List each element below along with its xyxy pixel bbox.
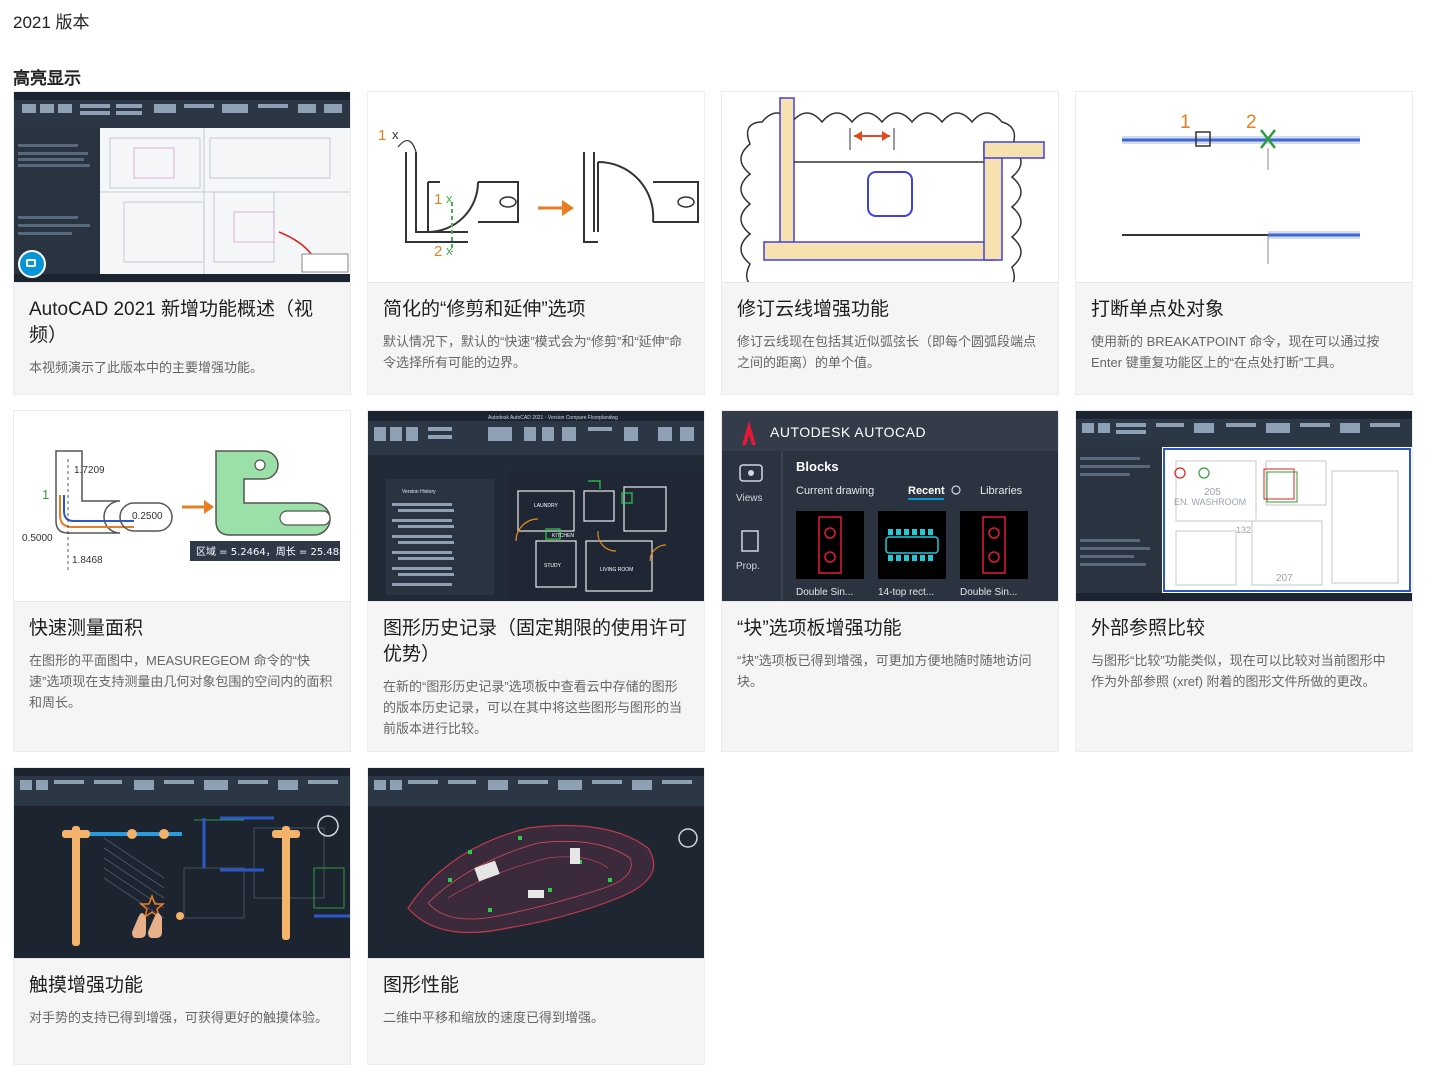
drawing-history-thumbnail: Autodesk AutoCAD 2021 - Version Compare …	[368, 411, 704, 602]
card-graphics-performance[interactable]: 图形性能 二维中平移和缩放的速度已得到增强。	[367, 767, 705, 1065]
room-label: LAUNDRY	[534, 503, 558, 509]
room-name: EN. WASHROOM	[1174, 497, 1246, 507]
card-revision-cloud[interactable]: 修订云线增强功能 修订云线现在包括其近似弧弦长（即每个圆弧段端点之间的距离）的单…	[721, 91, 1059, 395]
refresh-icon	[951, 485, 961, 495]
svg-text:1: 1	[434, 191, 442, 208]
views-icon	[739, 464, 763, 482]
touch-screenshot-image	[14, 768, 350, 958]
graphics-performance-screenshot-image	[368, 768, 704, 958]
revision-cloud-thumbnail	[722, 92, 1058, 283]
product-name: AUTODESK AUTOCAD	[770, 424, 926, 440]
card-blocks-palette[interactable]: AUTODESK AUTOCAD Views Prop. Blocks Curr…	[721, 410, 1059, 752]
version-title: 2021 版本	[13, 13, 90, 32]
tab-recent: Recent	[908, 485, 945, 497]
card-description: 在图形的平面图中，MEASUREGEOM 命令的“快速”选项现在支持测量由几何对…	[29, 653, 333, 710]
card-xref-compare[interactable]: 205 EN. WASHROOM 132 207 外部参照比较 与图形“比较”功…	[1075, 410, 1413, 752]
dimension-label: 1.8468	[72, 555, 103, 566]
card-description: 对手势的支持已得到增强，可获得更好的触摸体验。	[29, 1010, 329, 1025]
xref-compare-thumbnail: 205 EN. WASHROOM 132 207	[1076, 411, 1412, 602]
room-label: KITCHEN	[552, 533, 574, 539]
card-description: 二维中平移和缩放的速度已得到增强。	[383, 1010, 605, 1025]
card-title: 触摸增强功能	[29, 975, 144, 996]
svg-text:2: 2	[434, 243, 442, 260]
svg-text:1: 1	[378, 127, 386, 144]
history-panel-title: Version History	[402, 489, 436, 495]
drawing-history-screenshot-image: Autodesk AutoCAD 2021 - Version Compare …	[368, 411, 704, 601]
card-title: “块”选项板增强功能	[737, 618, 902, 639]
point-label: 1	[1180, 112, 1191, 133]
tab-current-drawing: Current drawing	[796, 485, 874, 497]
card-quick-measure[interactable]: 1.7209 0.2500 0.5000 1.8468 1 区域 = 5.246…	[13, 410, 351, 752]
card-title: 图形历史记录（固定期限的使用许可优势）	[383, 618, 688, 665]
video-icon[interactable]	[18, 250, 46, 278]
card-trim-extend[interactable]: 1 x 1 x 2 x 简化的“修剪和延伸”选项 默认情况下，默认的“快速”模式…	[367, 91, 705, 395]
card-title: 图形性能	[383, 975, 460, 996]
side-tab-views: Views	[736, 493, 763, 504]
break-at-point-diagram-image: 1 2	[1122, 112, 1360, 264]
autocad-ui-thumbnail	[14, 92, 350, 283]
dimension-label: 1.7209	[74, 465, 105, 476]
svg-text:x: x	[392, 127, 399, 142]
tab-libraries: Libraries	[980, 485, 1023, 497]
pick-label: 1	[42, 487, 49, 502]
blocks-palette-thumbnail: AUTODESK AUTOCAD Views Prop. Blocks Curr…	[722, 411, 1058, 602]
room-label: LIVING ROOM	[600, 567, 633, 573]
card-autocad-2021-overview[interactable]: AutoCAD 2021 新增功能概述（视频） 本视频演示了此版本中的主要增强功…	[13, 91, 351, 395]
quick-measure-diagram-image: 1.7209 0.2500 0.5000 1.8468 1 区域 = 5.246…	[22, 450, 350, 571]
room-label: STUDY	[544, 563, 562, 569]
card-description: 本视频演示了此版本中的主要增强功能。	[29, 360, 264, 375]
card-break-at-point[interactable]: 1 2 打断单点处对象 使用新的 BREAKATPOINT 命令，现在可以通过按…	[1075, 91, 1413, 395]
card-description: 默认情况下，默认的“快速”模式会为“修剪”和“延伸”命令选择所有可能的边界。	[383, 334, 682, 370]
blocks-palette-screenshot-image: AUTODESK AUTOCAD Views Prop. Blocks Curr…	[722, 411, 1058, 601]
svg-text:x: x	[446, 191, 453, 206]
graphics-performance-thumbnail	[368, 768, 704, 959]
card-title: 修订云线增强功能	[737, 299, 890, 320]
revision-cloud-diagram-image	[740, 97, 1045, 282]
section-title: 高亮显示	[13, 69, 81, 88]
touch-thumbnail	[14, 768, 350, 959]
block-name: Double Sin...	[960, 587, 1017, 598]
room-number: 207	[1276, 573, 1293, 584]
point-label: 2	[1246, 112, 1257, 133]
card-title: 简化的“修剪和延伸”选项	[383, 299, 586, 320]
dimension-label: 0.2500	[132, 511, 163, 522]
side-tab-properties: Prop.	[736, 561, 760, 572]
xref-compare-screenshot-image: 205 EN. WASHROOM 132 207	[1076, 411, 1412, 601]
card-description: “块”选项板已得到增强，可更加方便地随时随地访问块。	[737, 653, 1032, 689]
room-number: 205	[1204, 487, 1221, 498]
area-readout: 区域 = 5.2464，周长 = 25.4886	[196, 545, 350, 558]
card-description: 在新的“图形历史记录”选项板中查看云中存储的图形的版本历史记录，可以在其中将这些…	[383, 679, 683, 736]
autocad-ui-screenshot-image	[14, 92, 350, 282]
card-description: 修订云线现在包括其近似弧弦长（即每个圆弧段端点之间的距离）的单个值。	[737, 334, 1037, 370]
card-title: AutoCAD 2021 新增功能概述（视频）	[29, 299, 314, 346]
break-at-point-thumbnail: 1 2	[1076, 92, 1412, 283]
properties-icon	[741, 530, 759, 552]
room-number: 132	[1236, 525, 1251, 535]
dimension-label: 0.5000	[22, 533, 53, 544]
card-title: 快速测量面积	[29, 618, 144, 639]
palette-title: Blocks	[796, 459, 839, 474]
window-title: Autodesk AutoCAD 2021 - Version Compare …	[488, 415, 618, 421]
card-title: 打断单点处对象	[1091, 299, 1225, 320]
block-name: Double Sin...	[796, 587, 853, 598]
card-drawing-history[interactable]: Autodesk AutoCAD 2021 - Version Compare …	[367, 410, 705, 752]
block-name: 14-top rect...	[878, 587, 934, 598]
card-touch-enhancements[interactable]: 触摸增强功能 对手势的支持已得到增强，可获得更好的触摸体验。	[13, 767, 351, 1065]
svg-text:x: x	[446, 243, 453, 258]
quick-measure-thumbnail: 1.7209 0.2500 0.5000 1.8468 1 区域 = 5.246…	[14, 411, 350, 602]
trim-extend-diagram-image: 1 x 1 x 2 x	[378, 127, 699, 260]
autocad-logo-icon	[742, 421, 756, 445]
card-description: 使用新的 BREAKATPOINT 命令，现在可以通过按 Enter 键重复功能…	[1091, 334, 1380, 370]
card-title: 外部参照比较	[1091, 618, 1206, 639]
card-description: 与图形“比较”功能类似，现在可以比较对当前图形中作为外部参照 (xref) 附着…	[1091, 653, 1386, 689]
trim-extend-thumbnail: 1 x 1 x 2 x	[368, 92, 704, 283]
